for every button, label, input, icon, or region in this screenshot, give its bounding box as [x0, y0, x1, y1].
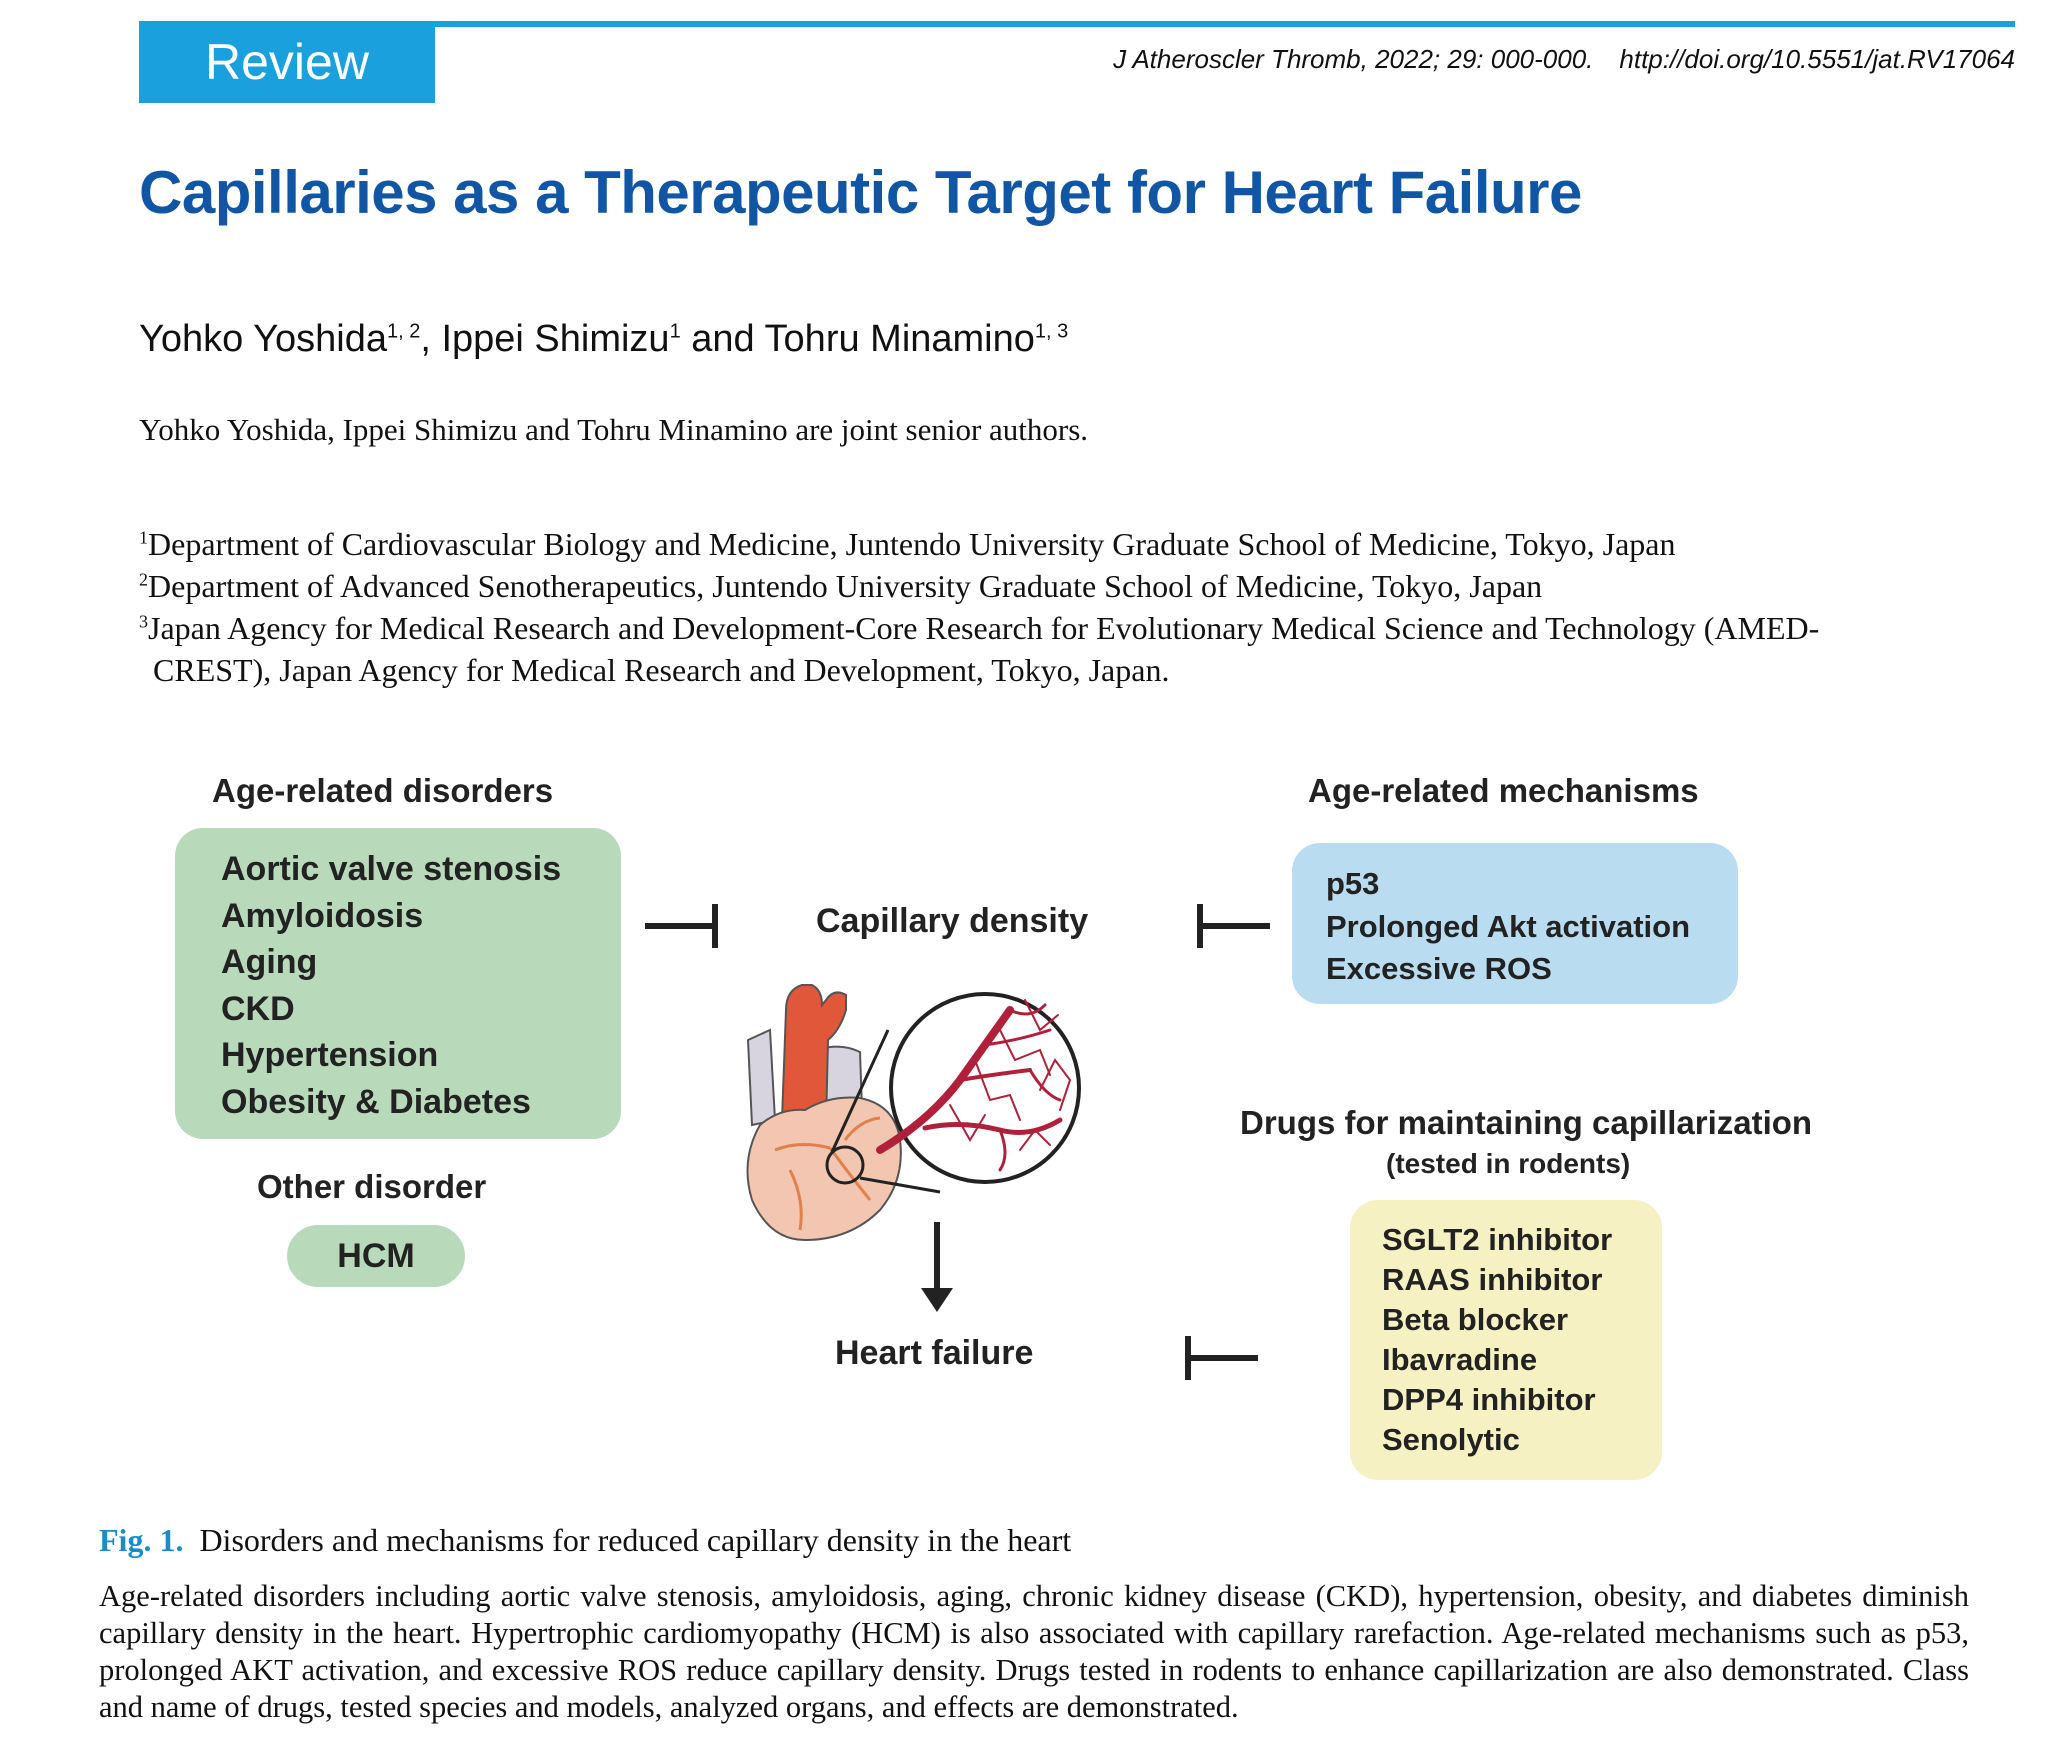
disorder-item: Aortic valve stenosis [221, 850, 562, 888]
drug-item: DPP4 inhibitor [1382, 1382, 1596, 1417]
joint-authorship-note: Yohko Yoshida, Ippei Shimizu and Tohru M… [139, 412, 1089, 447]
affiliation-1: 1Department of Cardiovascular Biology an… [139, 526, 1675, 563]
disorder-item: Obesity & Diabetes [221, 1082, 531, 1121]
other-disorder-heading: Other disorder [257, 1168, 487, 1205]
article-type-tab: Review [139, 21, 435, 103]
journal-ref: J Atheroscler Thromb, 2022; 29: 000-000. [1113, 44, 1594, 74]
affiliation-num: 2 [139, 569, 148, 590]
disorder-item: Hypertension [221, 1036, 439, 1074]
header-rule [139, 21, 2015, 27]
drug-item: Beta blocker [1382, 1302, 1569, 1337]
journal-citation: J Atheroscler Thromb, 2022; 29: 000-000.… [1113, 44, 2015, 75]
inhibit-arrow-drugs [1185, 1336, 1258, 1380]
mechanism-item: Excessive ROS [1326, 951, 1552, 986]
drug-item: SGLT2 inhibitor [1382, 1222, 1613, 1257]
figure-title: Disorders and mechanisms for reduced cap… [199, 1522, 1072, 1558]
affiliation-num: 1 [139, 527, 148, 548]
affiliation-text: Department of Cardiovascular Biology and… [148, 526, 1676, 562]
affiliation-text: Japan Agency for Medical Research and De… [148, 610, 1820, 646]
author-affil-sup: 1, 2 [386, 320, 421, 343]
heart-failure-label: Heart failure [835, 1334, 1034, 1372]
author-name: Ippei Shimizu [441, 318, 670, 360]
mechanism-item: Prolonged Akt activation [1326, 908, 1691, 944]
affiliation-2: 2Department of Advanced Senotherapeutics… [139, 568, 1542, 605]
author-affil-sup: 1 [669, 320, 681, 343]
drugs-heading: Drugs for maintaining capillarization [1240, 1104, 1813, 1141]
author-affil-sup: 1, 3 [1034, 320, 1069, 343]
inhibit-arrow-disorders [645, 904, 718, 948]
drugs-box: SGLT2 inhibitor RAAS inhibitor Beta bloc… [1350, 1200, 1662, 1480]
drug-item: Senolytic [1382, 1422, 1520, 1457]
affiliation-text: Department of Advanced Senotherapeutics,… [148, 568, 1543, 604]
drug-item: RAAS inhibitor [1382, 1262, 1603, 1297]
drug-item: Ibavradine [1382, 1342, 1538, 1377]
mechanisms-box: p53 Prolonged Akt activation Excessive R… [1292, 843, 1738, 1004]
author-sep: and [680, 318, 765, 360]
figure-caption-body: Age-related disorders including aortic v… [99, 1579, 1969, 1724]
heart-illustration [746, 984, 1081, 1242]
author-sep: , [420, 318, 442, 360]
figure-label: Fig. 1. [99, 1522, 184, 1558]
mechanisms-heading: Age-related mechanisms [1308, 772, 1699, 809]
author-name: Tohru Minamino [764, 318, 1035, 360]
affiliation-num: 3 [139, 611, 148, 632]
disorder-item: Aging [221, 943, 318, 981]
hcm-box: HCM [287, 1225, 465, 1287]
down-arrow [921, 1222, 953, 1312]
author-name: Yohko Yoshida [139, 318, 387, 360]
mechanism-item: p53 [1326, 866, 1380, 901]
capillary-density-label: Capillary density [816, 902, 1089, 940]
figure-caption-title: Fig. 1. Disorders and mechanisms for red… [99, 1522, 1071, 1559]
affiliation-3: 3Japan Agency for Medical Research and D… [139, 610, 1819, 647]
drugs-subheading: (tested in rodents) [1386, 1148, 1631, 1179]
inhibit-arrow-mechanisms [1197, 904, 1270, 948]
article-title: Capillaries as a Therapeutic Target for … [139, 159, 1582, 226]
author-list: Yohko Yoshida1, 2, Ippei Shimizu1 and To… [139, 318, 1068, 361]
affiliation-3-continued: CREST), Japan Agency for Medical Researc… [153, 652, 1170, 688]
age-disorders-heading: Age-related disorders [212, 772, 554, 809]
age-disorders-box: Aortic valve stenosis Amyloidosis Aging … [175, 828, 621, 1139]
disorder-item: Amyloidosis [221, 896, 424, 935]
disorder-item: CKD [221, 989, 295, 1028]
doi-link[interactable]: http://doi.org/10.5551/jat.RV17064 [1619, 44, 2015, 74]
